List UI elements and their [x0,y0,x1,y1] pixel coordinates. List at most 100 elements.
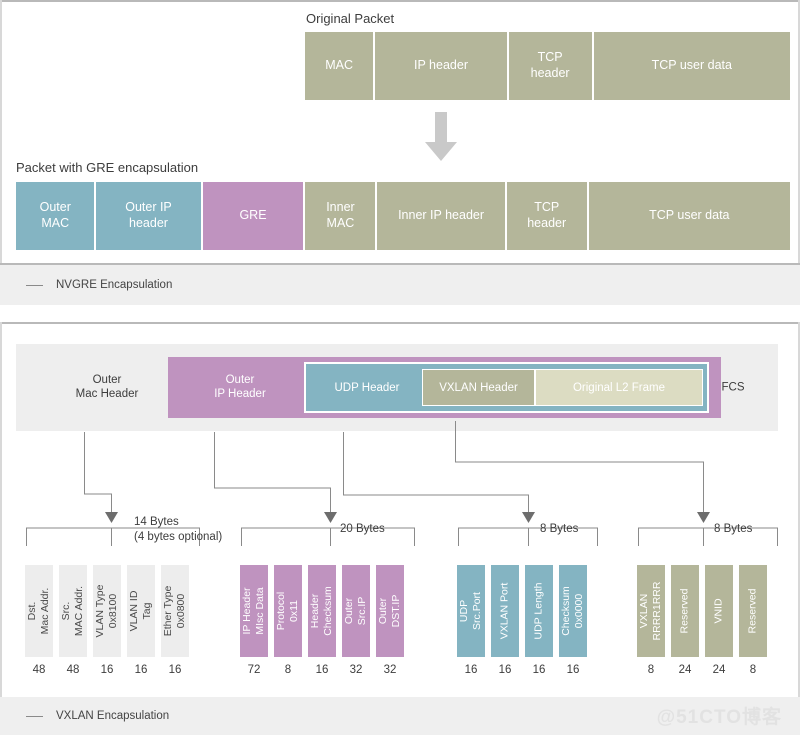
panel-left-edge [0,0,2,265]
packet-field-bits: 32 [349,664,363,676]
udp-header-block: UDP Header VXLAN Header Original L2 Fram… [304,362,709,413]
panel-bottom-rule [0,263,800,265]
vxlan-header-segment: VXLAN Header [423,370,536,405]
original-l2-frame-segment: Original L2 Frame [536,370,702,405]
packet-field-bits: 48 [32,664,46,676]
packet-field-bits: 16 [464,664,478,676]
nvgre-caption-label: NVGRE Encapsulation [56,279,173,291]
packet-field-label: Dst.Mac Addr. [26,587,51,635]
packet-field-box: Dst.Mac Addr. 48 [25,565,53,676]
packet-field-box: Src.MAC Addr. 48 [59,565,87,676]
packet-field-bits: 16 [168,664,182,676]
size-label-8-bytes-udp: 8 Bytes [540,523,579,535]
packet-field-label: VNID [712,598,725,624]
gre-packet-title: Packet with GRE encapsulation [16,160,199,175]
packet-field-bits: 8 [284,664,292,676]
legend-dash-icon-2 [26,715,43,717]
packet-field-bits: 16 [498,664,512,676]
arrow-down-icon [425,112,457,161]
size-label-14-bytes: 14 Bytes(4 bytes optional) [134,516,223,543]
watermark: @51CTO博客 [656,707,782,728]
udp-header-label: UDP Header [334,381,400,394]
packet-field-box: Reserved 8 [739,565,767,676]
packet-segment: IP header [375,32,509,100]
packet-field-bits: 32 [383,664,397,676]
packet-field-bits: 16 [315,664,329,676]
packet-field-label: UDP Length [532,582,545,640]
packet-field-bits: 16 [532,664,546,676]
vxlan-caption-label: VXLAN Encapsulation [56,710,170,722]
packet-field-box: UDP Length 16 [525,565,553,676]
packet-field-label: Reserved [678,588,691,634]
packet-field-box: VNID 24 [705,565,733,676]
packet-field-label: Src.MAC Addr. [60,585,85,637]
legend-dash-icon [26,284,43,286]
panel-top-rule [0,0,800,2]
original-packet-title: Original Packet [306,11,395,26]
packet-field-bits: 16 [100,664,114,676]
packet-segment: MAC [305,32,376,100]
packet-field-bits: 24 [712,664,726,676]
size-label-8-bytes-vxlan: 8 Bytes [714,523,753,535]
packet-field-box: VXLAN Port 16 [491,565,519,676]
packet-field-bits: 48 [66,664,80,676]
packet-field-bits: 8 [749,664,757,676]
packet-field-bits: 72 [247,664,261,676]
panel-left-edge-2 [0,322,2,735]
packet-field-bits: 24 [678,664,692,676]
packet-segment: GRE [202,182,306,250]
size-label-20-bytes: 20 Bytes [340,523,385,535]
packet-field-box: Reserved 24 [671,565,699,676]
inner-frame-block: VXLAN Header Original L2 Frame [422,369,703,406]
panel-top-rule-2 [0,322,800,324]
packet-segment: TCP user data [588,182,790,250]
packet-field-bits: 16 [566,664,580,676]
packet-field-label: VXLAN Port [498,582,511,640]
fcs-label: FCS [721,381,745,394]
vxlan-caption-bar: VXLAN Encapsulation [0,697,800,735]
nvgre-caption-bar: NVGRE Encapsulation [0,265,800,305]
packet-segment: Inner IP header [377,182,507,250]
packet-field-label: Reserved [746,588,759,634]
packet-field-bits: 16 [134,664,148,676]
packet-segment: TCP user data [593,32,790,100]
panel-right-edge [798,0,800,265]
panel-right-edge-2 [798,322,800,735]
